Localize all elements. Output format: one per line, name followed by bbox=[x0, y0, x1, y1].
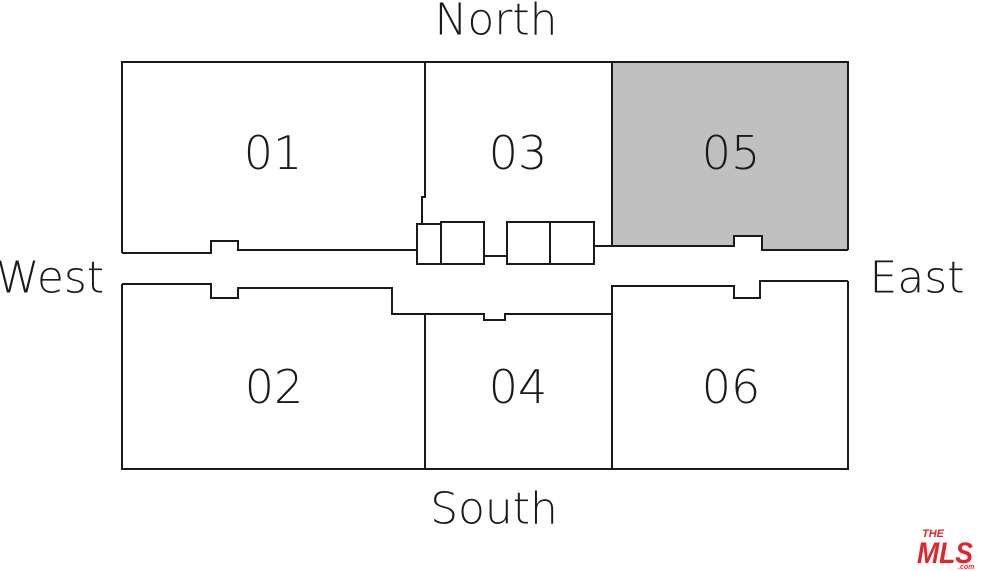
unit-01-label: 01 bbox=[244, 126, 303, 180]
mls-logo-com: .com bbox=[958, 564, 974, 571]
unit-03-label: 03 bbox=[489, 126, 548, 180]
unit-05-highlight bbox=[612, 62, 848, 250]
mls-logo: THE MLS .com bbox=[917, 528, 974, 571]
unit-dividers bbox=[421, 62, 613, 469]
direction-labels: North South West East bbox=[0, 0, 964, 535]
unit-06-label: 06 bbox=[702, 360, 761, 414]
unit-05-label: 05 bbox=[702, 126, 761, 180]
building-outline bbox=[121, 61, 849, 470]
unit-labels: 01 02 03 04 05 06 bbox=[244, 126, 761, 414]
east-label: East bbox=[870, 253, 965, 304]
west-label: West bbox=[0, 253, 104, 304]
unit-04-label: 04 bbox=[489, 360, 548, 414]
corridor-north-wall bbox=[122, 235, 848, 265]
north-label: North bbox=[434, 0, 557, 46]
unit-02-label: 02 bbox=[245, 360, 304, 414]
mls-logo-mls: MLS bbox=[917, 537, 973, 570]
south-label: South bbox=[430, 484, 558, 535]
corridor-south-wall bbox=[122, 280, 848, 321]
mls-logo-the: THE bbox=[922, 528, 945, 540]
storage-boxes bbox=[416, 221, 595, 265]
